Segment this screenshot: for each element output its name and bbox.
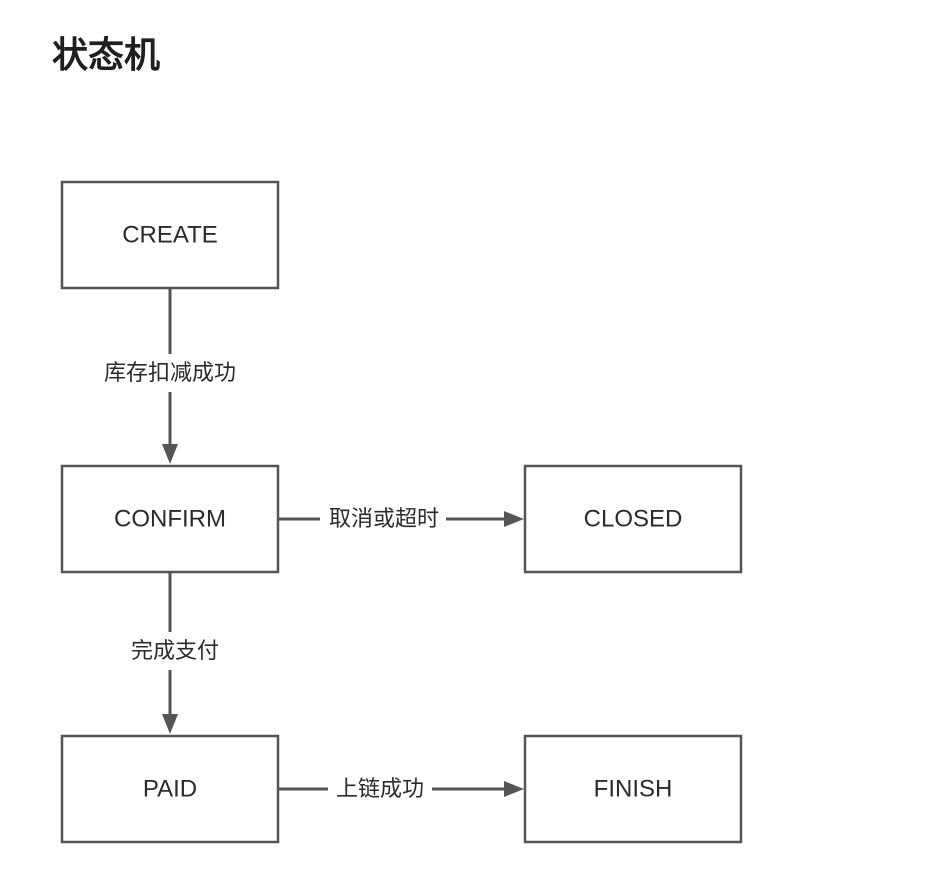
node-finish: FINISH [523,734,743,844]
node-confirm: CONFIRM [60,464,280,574]
node-closed: CLOSED [523,464,743,574]
arrow-head [504,781,524,797]
edge-label-confirm-to-paid: 完成支付 [131,639,219,664]
edge-label-paid-to-finish: 上链成功 [336,777,424,802]
edge-label-confirm-to-closed: 取消或超时 [329,507,439,532]
edge-label-background [320,502,446,536]
edge-label-create-to-confirm: 库存扣减成功 [104,361,236,386]
node-box [523,464,743,574]
node-label-confirm: CONFIRM [114,505,226,532]
node-box [523,734,743,844]
node-create: CREATE [60,180,280,290]
edge-label-background [118,632,222,670]
edge-paid-to-finish: 上链成功 [278,772,524,806]
page-title: 状态机 [52,35,161,76]
node-paid: PAID [60,734,280,844]
node-box [60,734,280,844]
edge-confirm-to-paid: 完成支付 [118,572,222,734]
node-label-finish: FINISH [594,775,673,802]
edge-create-to-confirm: 库存扣减成功 [96,288,244,464]
node-label-closed: CLOSED [584,505,683,532]
node-label-create: CREATE [122,221,218,248]
node-box [60,464,280,574]
edge-label-background [328,772,432,806]
edge-label-background [96,354,244,392]
arrow-head [162,714,178,734]
edge-confirm-to-closed: 取消或超时 [278,502,524,536]
node-box [60,180,280,290]
node-label-paid: PAID [143,775,197,802]
arrow-head [162,444,178,464]
arrow-head [504,511,524,527]
